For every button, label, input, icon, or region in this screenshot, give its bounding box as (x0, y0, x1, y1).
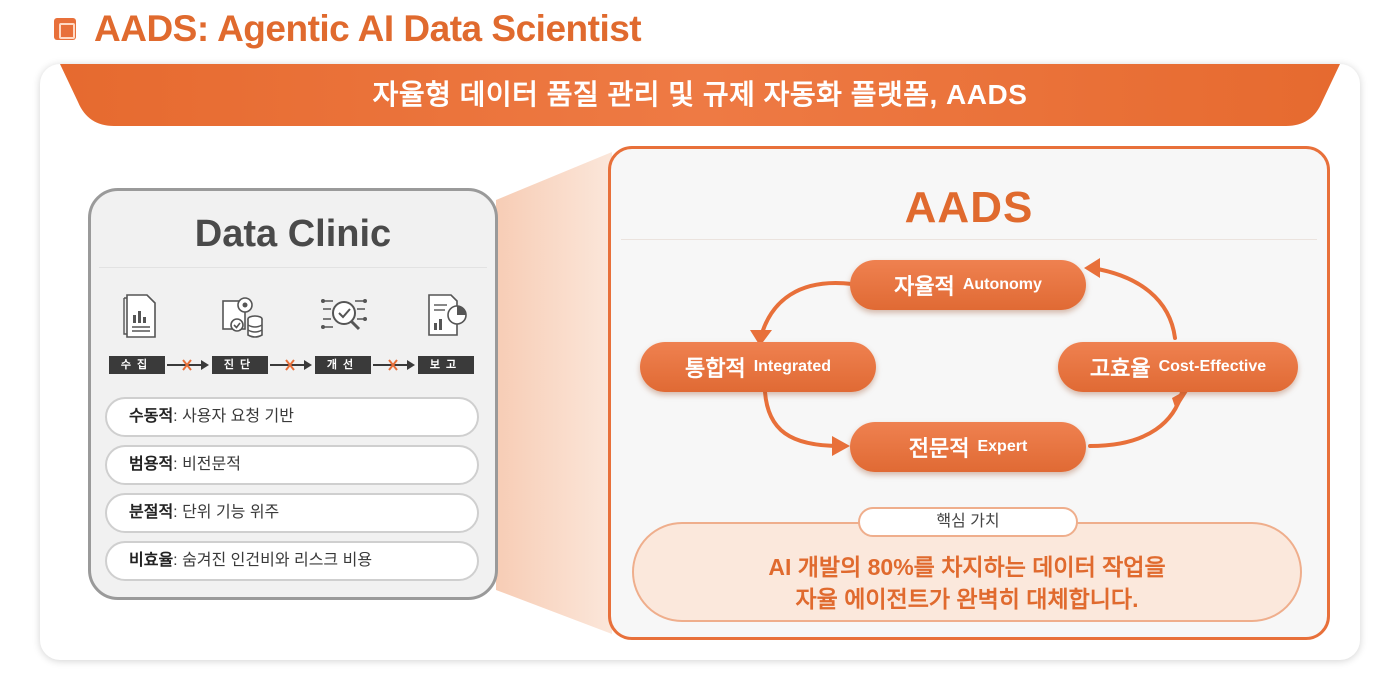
step-arrow-1 (167, 359, 209, 371)
aads-title: AADS (904, 183, 1034, 232)
step-label-improve: 개선 (315, 356, 371, 374)
node-label-en: Cost-Effective (1158, 358, 1267, 375)
data-clinic-panel: Data Clinic 수집 (88, 188, 498, 600)
report-pie-icon (428, 294, 467, 336)
arrowhead-icon (1172, 388, 1190, 410)
gear-database-icon (222, 297, 263, 338)
issue-term: 수동적 (129, 408, 174, 425)
step-arrow-3 (373, 359, 415, 371)
issue-desc: : 숨겨진 인건비와 리스크 비용 (173, 552, 373, 569)
step-label-diagnose: 진단 (212, 356, 268, 374)
core-value-line-1: AI 개발의 80%를 차지하는 데이터 작업을 (768, 554, 1166, 580)
clinic-title: Data Clinic (194, 213, 392, 255)
arrowhead-icon (832, 436, 850, 456)
issue-term: 분절적 (129, 504, 174, 521)
core-value-tag: 핵심 가치 (858, 507, 1078, 537)
node-integrated: 통합적 Integrated (640, 342, 876, 392)
issue-term: 비효율 (129, 552, 174, 569)
node-cost-effective: 고효율 Cost-Effective (1058, 342, 1298, 392)
divider (621, 239, 1317, 240)
banner-text: 자율형 데이터 품질 관리 및 규제 자동화 플랫폼, AADS (372, 79, 1028, 110)
banner: 자율형 데이터 품질 관리 및 규제 자동화 플랫폼, AADS (60, 64, 1340, 126)
issue-pill: 분절적: 단위 기능 위주 (105, 493, 479, 533)
node-label-en: Expert (977, 438, 1028, 455)
logo-icon (54, 18, 76, 40)
arrowhead-icon (750, 330, 772, 346)
banner-shape (60, 64, 1340, 126)
node-label-ko: 전문적 (908, 436, 970, 461)
divider (99, 267, 487, 268)
node-autonomy: 자율적 Autonomy (850, 260, 1086, 310)
page-title: AADS: Agentic AI Data Scientist (94, 8, 642, 49)
magnifier-circuit-icon (321, 299, 367, 331)
arrowhead-icon (1084, 258, 1100, 278)
step-label-collect: 수집 (109, 356, 165, 374)
core-value-line-2: 자율 에이전트가 완벽히 대체합니다. (795, 586, 1139, 612)
issue-pill: 비효율: 숨겨진 인건비와 리스크 비용 (105, 541, 479, 581)
issue-term: 범용적 (129, 456, 174, 473)
step-arrow-2 (270, 359, 312, 371)
node-label-ko: 자율적 (894, 274, 955, 299)
node-expert: 전문적 Expert (850, 422, 1086, 472)
node-label-ko: 통합적 (684, 356, 746, 381)
node-label-en: Autonomy (962, 276, 1042, 293)
node-label-en: Integrated (753, 358, 832, 375)
issue-desc: : 단위 기능 위주 (173, 504, 280, 521)
issue-desc: : 사용자 요청 기반 (173, 408, 294, 425)
issue-desc: : 비전문적 (173, 456, 241, 473)
issue-pill: 수동적: 사용자 요청 기반 (105, 397, 479, 437)
header: AADS: Agentic AI Data Scientist (54, 8, 642, 50)
step-label-report: 보고 (418, 356, 474, 374)
document-chart-icon (123, 294, 156, 338)
issue-pill: 범용적: 비전문적 (105, 445, 479, 485)
node-label-ko: 고효율 (1089, 356, 1151, 381)
